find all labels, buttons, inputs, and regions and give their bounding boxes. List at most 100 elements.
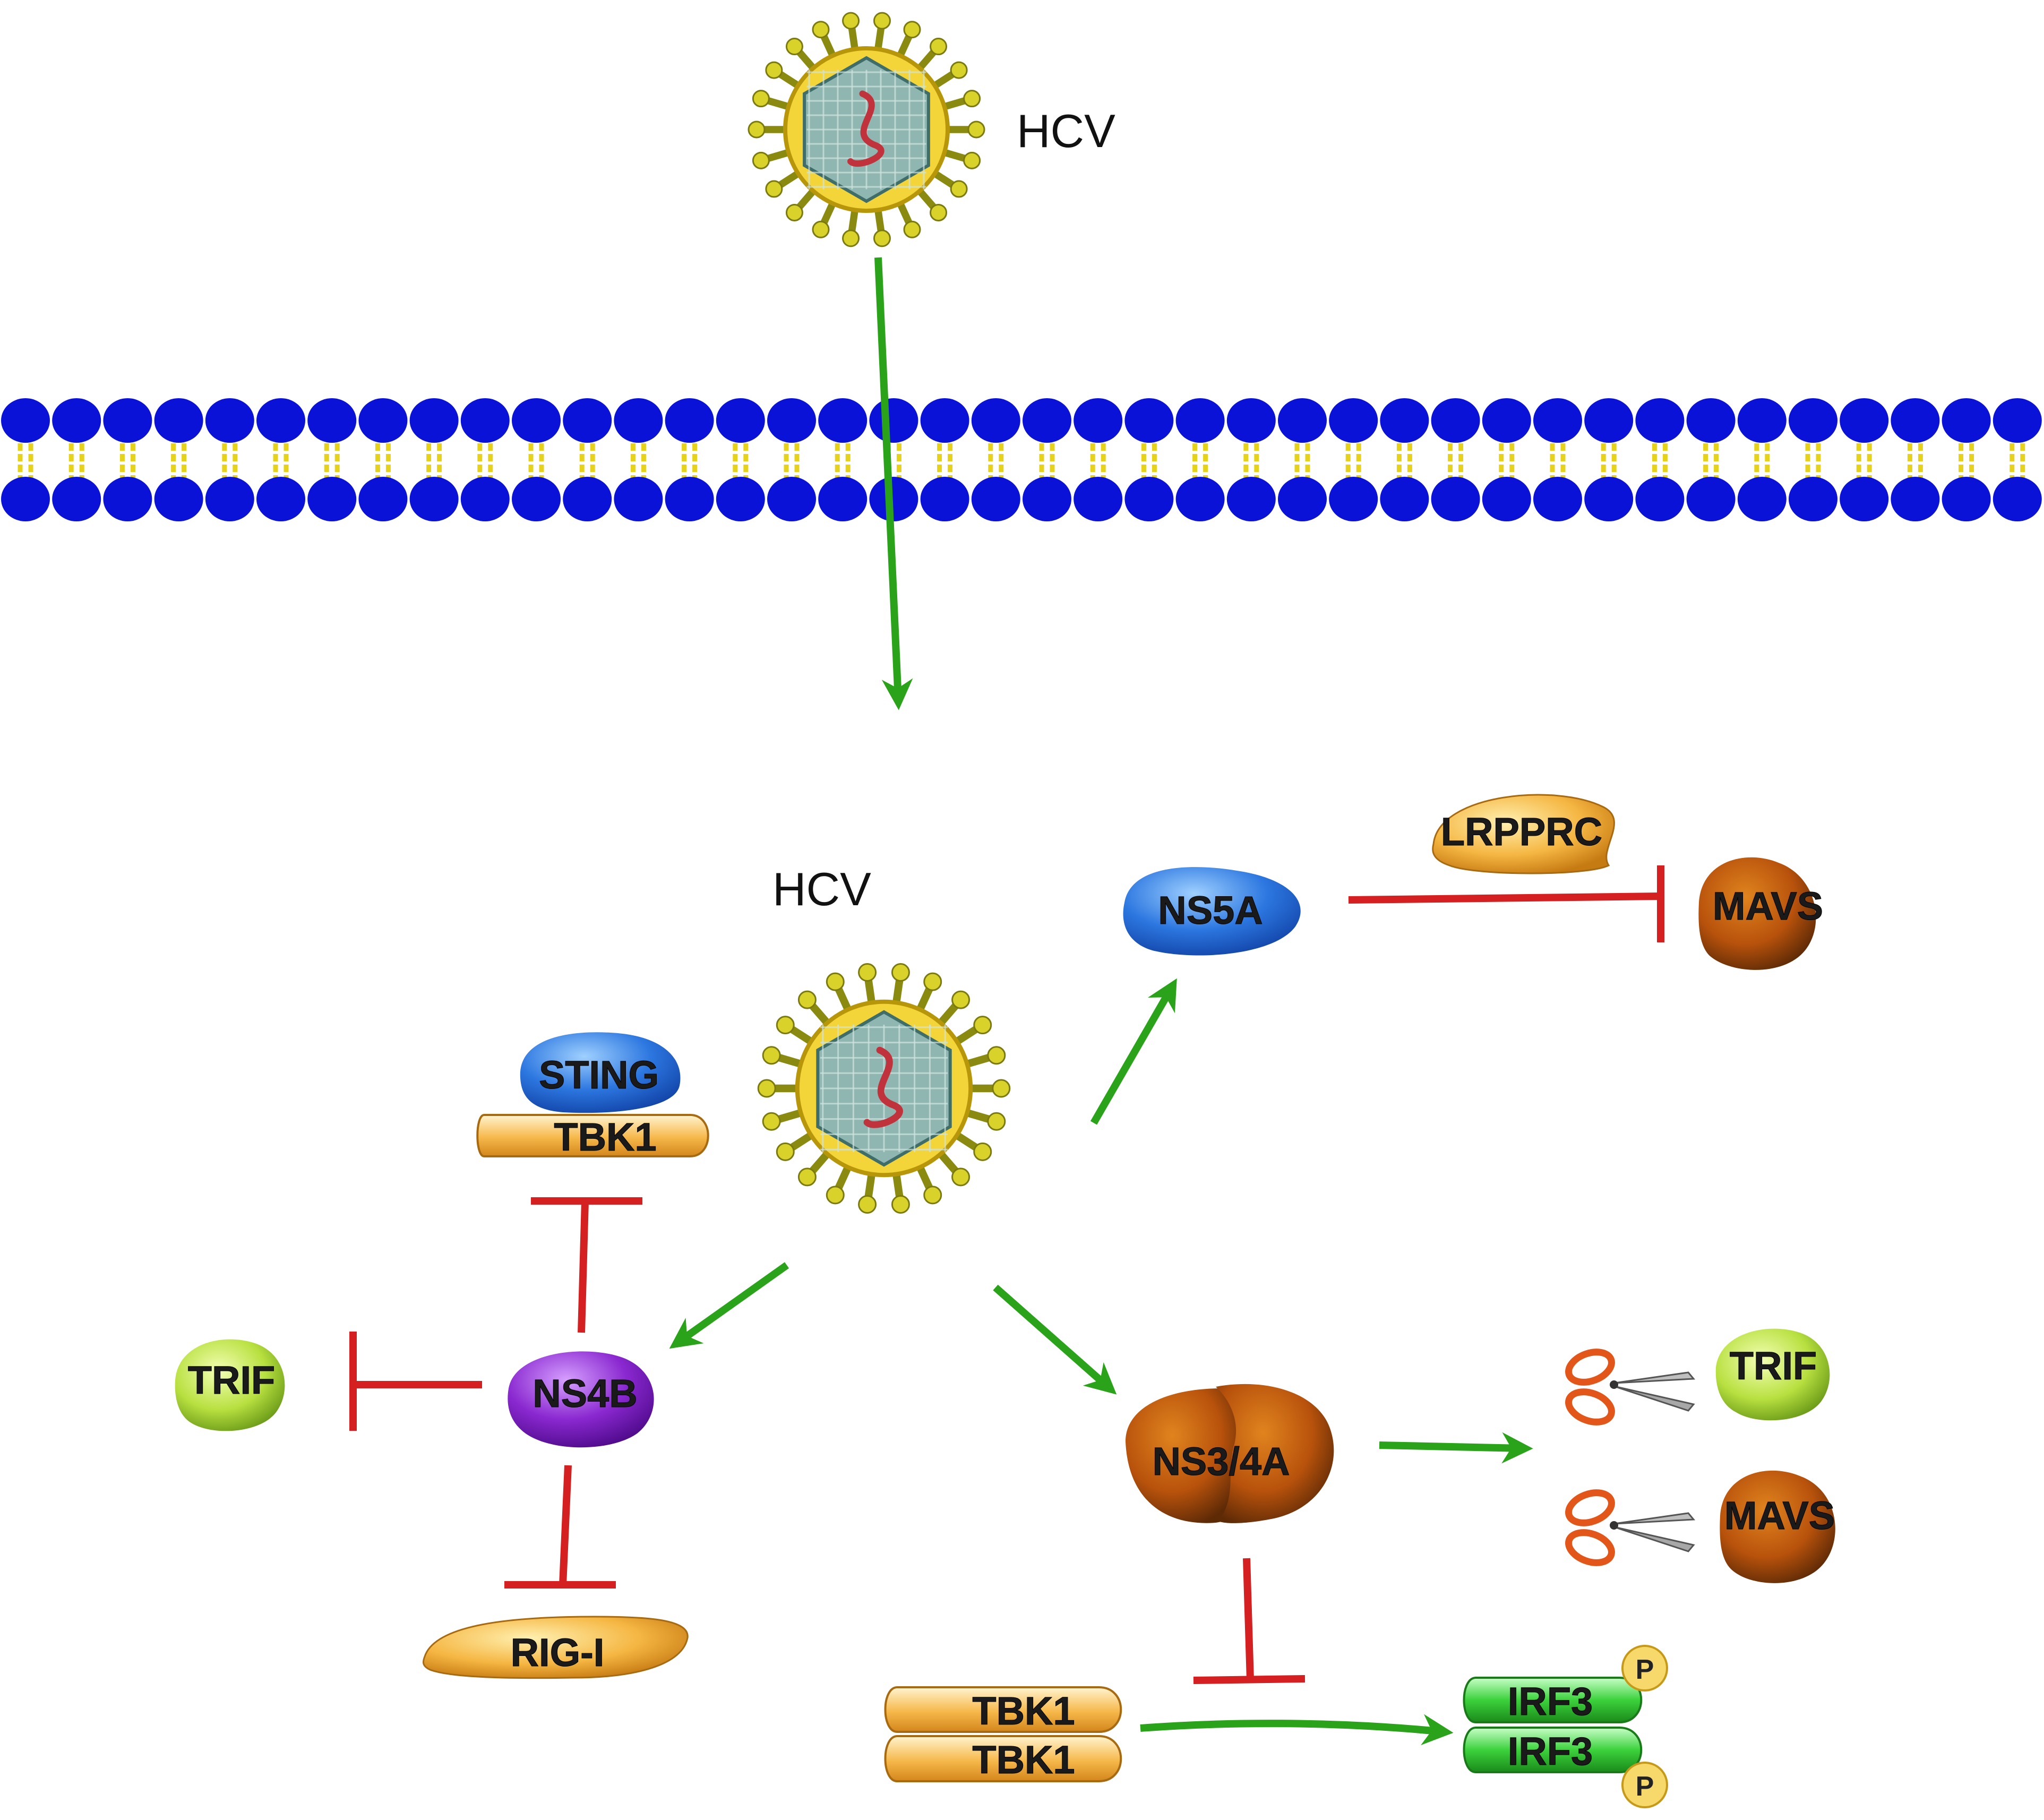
- virus-spike-head: [765, 180, 783, 198]
- ns4b-label: NS4B: [533, 1371, 637, 1415]
- lipid-head: [103, 398, 152, 443]
- lipid-head: [1175, 398, 1225, 443]
- virus-spike-head: [873, 229, 891, 247]
- lipid-head: [1023, 398, 1071, 443]
- lipid-head: [818, 398, 868, 443]
- virus-spike-head: [951, 1167, 971, 1187]
- virus-spike-head: [842, 12, 860, 30]
- virus-spike-head: [951, 990, 971, 1009]
- virus-spike-head: [858, 1195, 877, 1214]
- virus-spike-head: [923, 1186, 942, 1205]
- arrow-to-irf3: [1140, 1714, 1454, 1746]
- virus-spike-head: [973, 1142, 992, 1161]
- lipid-head: [1635, 477, 1685, 521]
- lipid-head: [205, 477, 254, 521]
- trif-protein-right: TRIF: [1715, 1328, 1830, 1421]
- lipid-head: [1124, 477, 1174, 521]
- mavs-label-right: MAVS: [1724, 1493, 1835, 1538]
- trif-label-right: TRIF: [1730, 1344, 1817, 1388]
- ns3-4a-inhibits-tbk1: [1193, 1558, 1306, 1684]
- lipid-head: [1482, 477, 1531, 521]
- lipid-head: [1380, 398, 1429, 443]
- tbk1-label-b: TBK1: [972, 1738, 1075, 1782]
- lipid-head: [767, 477, 816, 521]
- virus-spike-head: [812, 21, 830, 39]
- virus-spike-head: [776, 1016, 795, 1035]
- lipid-head: [563, 398, 612, 443]
- lipid-head: [869, 398, 918, 443]
- virus-spike-head: [930, 203, 948, 221]
- lipid-head: [1431, 477, 1480, 521]
- ns4b-protein: NS4B: [508, 1351, 654, 1448]
- arrow-to-ns4b: [669, 1262, 789, 1349]
- tbk1-dimer: TBK1 TBK1: [884, 1686, 1122, 1782]
- lipid-head: [1380, 477, 1429, 521]
- virus-spike-head: [797, 990, 817, 1009]
- ns4b-inhibits-sting: [531, 1197, 642, 1333]
- arrow-to-ns5a: [1090, 978, 1177, 1125]
- lipid-head: [665, 398, 714, 443]
- tbk1-label-a: TBK1: [972, 1689, 1075, 1733]
- phosphate-label-a: P: [1636, 1654, 1654, 1685]
- virus-spike-head: [858, 963, 877, 982]
- lipid-head: [1226, 398, 1276, 443]
- lipid-head: [1023, 477, 1071, 521]
- lipid-head: [52, 398, 101, 443]
- lipid-head: [1789, 477, 1837, 521]
- scissor-pivot: [1610, 1380, 1618, 1389]
- virus-spike-head: [752, 90, 770, 108]
- virus-spike-head: [923, 972, 942, 991]
- lipid-head: [971, 398, 1020, 443]
- sting-protein: [520, 1032, 681, 1113]
- lipid-head: [818, 477, 868, 521]
- scissor-blade: [1613, 1385, 1695, 1412]
- entry-arrow: [874, 257, 913, 710]
- virus-spike-head: [903, 21, 921, 39]
- lipid-head: [460, 398, 510, 443]
- lipid-head: [1737, 477, 1787, 521]
- arrow-to-ns3-4a: [993, 1284, 1117, 1395]
- mavs-protein-right: MAVS: [1720, 1470, 1835, 1583]
- lipid-head: [1482, 398, 1531, 443]
- lipid-head: [869, 477, 918, 521]
- lipid-head: [767, 398, 816, 443]
- lipid-head: [1840, 398, 1889, 443]
- lipid-head: [1891, 477, 1940, 521]
- virus-spike-head: [776, 1142, 795, 1161]
- hcv-virus-icon: [748, 12, 985, 247]
- lipid-head: [1, 398, 50, 443]
- lipid-head: [1635, 398, 1685, 443]
- lipid-head: [1175, 477, 1225, 521]
- cell-membrane: [0, 398, 2044, 521]
- virus-spike-head: [950, 180, 968, 198]
- hcv-label-center: HCV: [772, 863, 871, 915]
- hcv-label-top: HCV: [1017, 105, 1115, 157]
- virus-spike-head: [963, 90, 981, 108]
- virus-spike-head: [748, 121, 766, 139]
- lipid-head: [1533, 477, 1582, 521]
- lipid-head: [512, 477, 561, 521]
- scissor-handle: [1565, 1349, 1615, 1386]
- lipid-head: [614, 477, 663, 521]
- virus-spike-head: [762, 1112, 781, 1131]
- ns3-4a-protein: NS3/4A: [1126, 1384, 1334, 1523]
- lipid-head: [1278, 477, 1327, 521]
- lipid-head: [1124, 398, 1174, 443]
- virus-spike-head: [987, 1046, 1006, 1065]
- lipid-head: [1942, 398, 1991, 443]
- membrane-lipid-tails: [18, 433, 2025, 480]
- trif-label-left: TRIF: [188, 1358, 275, 1402]
- virus-spike-head: [963, 151, 981, 169]
- scissor-blade: [1613, 1526, 1695, 1552]
- sting-label: STING: [539, 1053, 659, 1097]
- lipid-head: [1993, 398, 2042, 443]
- lipid-head: [1840, 477, 1889, 521]
- virus-spike-head: [826, 1186, 845, 1205]
- lipid-head: [1278, 398, 1327, 443]
- scissor-blade: [1613, 1512, 1696, 1525]
- irf3-dimer: IRF3 IRF3 P P: [1463, 1645, 1668, 1808]
- virus-spike-head: [930, 38, 948, 56]
- virus-spike-head: [891, 1195, 910, 1214]
- ns5a-protein: NS5A: [1123, 867, 1301, 956]
- lipid-head: [460, 477, 510, 521]
